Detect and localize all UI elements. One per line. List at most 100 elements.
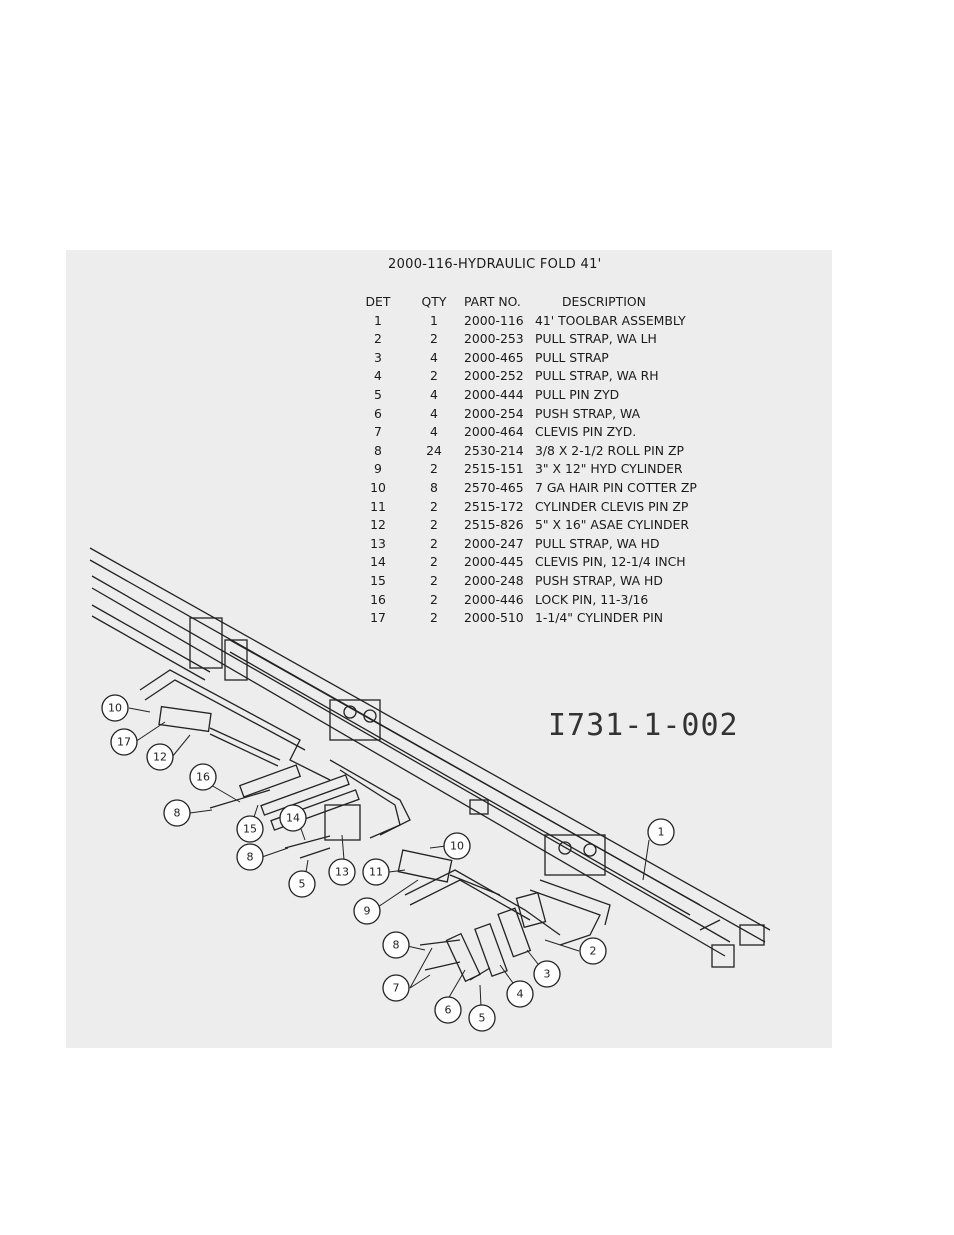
part-description: 3/8 X 2-1/2 ROLL PIN ZP xyxy=(535,442,684,458)
part-number: 2000-510 xyxy=(464,610,524,626)
part-number: 2570-465 xyxy=(464,479,524,495)
header-qty: QTY xyxy=(421,294,447,309)
header-part-no: PART NO. xyxy=(464,294,521,309)
part-qty: 2 xyxy=(430,517,438,533)
part-qty: 2 xyxy=(430,461,438,477)
callout-label: 10 xyxy=(450,840,464,853)
part-description: PUSH STRAP, WA HD xyxy=(535,572,663,588)
part-qty: 2 xyxy=(430,368,438,384)
callout-label: 13 xyxy=(335,866,349,879)
callout-balloon: 8 xyxy=(163,799,191,827)
callout-balloon: 3 xyxy=(533,960,561,988)
callout-label: 8 xyxy=(247,851,254,864)
part-number: 2515-826 xyxy=(464,517,524,533)
callout-balloon: 12 xyxy=(146,743,174,771)
callout-label: 16 xyxy=(196,771,210,784)
part-description: PULL PIN ZYD xyxy=(535,386,620,402)
part-description: CLEVIS PIN, 12-1/4 INCH xyxy=(535,554,686,570)
part-det: 7 xyxy=(374,424,382,440)
part-qty: 1 xyxy=(430,312,438,328)
callout-balloon: 10 xyxy=(443,832,471,860)
callout-balloon: 17 xyxy=(110,728,138,756)
part-det: 2 xyxy=(374,331,382,347)
callout-balloon: 7 xyxy=(382,974,410,1002)
callout-label: 15 xyxy=(243,823,257,836)
part-det: 17 xyxy=(370,610,386,626)
callout-balloon: 14 xyxy=(279,804,307,832)
callout-label: 3 xyxy=(544,968,551,981)
part-det: 1 xyxy=(374,312,382,328)
part-qty: 2 xyxy=(430,498,438,514)
part-det: 10 xyxy=(370,479,386,495)
callout-label: 14 xyxy=(286,812,300,825)
callout-balloon: 13 xyxy=(328,858,356,886)
callout-balloon: 15 xyxy=(236,815,264,843)
part-number: 2000-254 xyxy=(464,405,524,421)
part-number: 2000-253 xyxy=(464,331,524,347)
part-description: 5" X 16" ASAE CYLINDER xyxy=(535,517,689,533)
part-number: 2000-248 xyxy=(464,572,524,588)
callout-label: 7 xyxy=(393,982,400,995)
part-qty: 8 xyxy=(430,479,438,495)
part-number: 2530-214 xyxy=(464,442,524,458)
drawing-number: I731-1-002 xyxy=(548,708,739,743)
part-number: 2000-446 xyxy=(464,591,524,607)
part-description: CYLINDER CLEVIS PIN ZP xyxy=(535,498,689,514)
part-number: 2000-247 xyxy=(464,535,524,551)
callout-label: 10 xyxy=(108,702,122,715)
callout-label: 6 xyxy=(445,1004,452,1017)
part-det: 3 xyxy=(374,349,382,365)
part-det: 11 xyxy=(370,498,386,514)
part-description: PUSH STRAP, WA xyxy=(535,405,641,421)
callout-balloon: 8 xyxy=(382,931,410,959)
callout-label: 5 xyxy=(479,1012,486,1025)
part-det: 5 xyxy=(374,386,382,402)
callout-label: 17 xyxy=(117,736,131,749)
callout-label: 11 xyxy=(369,866,383,879)
callout-label: 8 xyxy=(393,939,400,952)
part-qty: 4 xyxy=(430,424,438,440)
callout-balloon: 10 xyxy=(101,694,129,722)
part-qty: 2 xyxy=(430,572,438,588)
drawing-title: 2000-116-HYDRAULIC FOLD 41' xyxy=(388,257,602,272)
part-description: 41' TOOLBAR ASSEMBLY xyxy=(535,312,686,328)
callout-label: 8 xyxy=(174,807,181,820)
callout-balloon: 11 xyxy=(362,858,390,886)
header-det: DET xyxy=(365,294,391,309)
part-description: PULL STRAP, WA RH xyxy=(535,368,659,384)
header-description: DESCRIPTION xyxy=(562,294,646,309)
callout-balloon: 9 xyxy=(353,897,381,925)
drawing-panel xyxy=(66,250,832,1048)
part-det: 13 xyxy=(370,535,386,551)
callout-label: 9 xyxy=(364,905,371,918)
part-det: 14 xyxy=(370,554,386,570)
part-description: LOCK PIN, 11-3/16 xyxy=(535,591,649,607)
callout-label: 12 xyxy=(153,751,167,764)
part-number: 2000-464 xyxy=(464,424,524,440)
callout-balloon: 16 xyxy=(189,763,217,791)
part-number: 2000-465 xyxy=(464,349,524,365)
callout-balloon: 4 xyxy=(506,980,534,1008)
callout-label: 1 xyxy=(658,826,665,839)
part-description: 3" X 12" HYD CYLINDER xyxy=(535,461,683,477)
part-det: 8 xyxy=(374,442,382,458)
part-qty: 2 xyxy=(430,554,438,570)
part-det: 15 xyxy=(370,572,386,588)
part-number: 2000-445 xyxy=(464,554,524,570)
callout-balloon: 2 xyxy=(579,937,607,965)
part-description: CLEVIS PIN ZYD. xyxy=(535,424,637,440)
callout-balloon: 6 xyxy=(434,996,462,1024)
part-description: PULL STRAP, WA LH xyxy=(535,331,657,347)
part-description: PULL STRAP xyxy=(535,349,609,365)
toolbar-frame xyxy=(89,547,771,983)
part-det: 6 xyxy=(374,405,382,421)
part-description: 1-1/4" CYLINDER PIN xyxy=(535,610,664,626)
part-number: 2000-444 xyxy=(464,386,524,402)
part-det: 12 xyxy=(370,517,386,533)
part-det: 4 xyxy=(374,368,382,384)
part-number: 2000-116 xyxy=(464,312,524,328)
part-description: PULL STRAP, WA HD xyxy=(535,535,660,551)
part-description: 7 GA HAIR PIN COTTER ZP xyxy=(535,479,697,495)
part-qty: 4 xyxy=(430,405,438,421)
